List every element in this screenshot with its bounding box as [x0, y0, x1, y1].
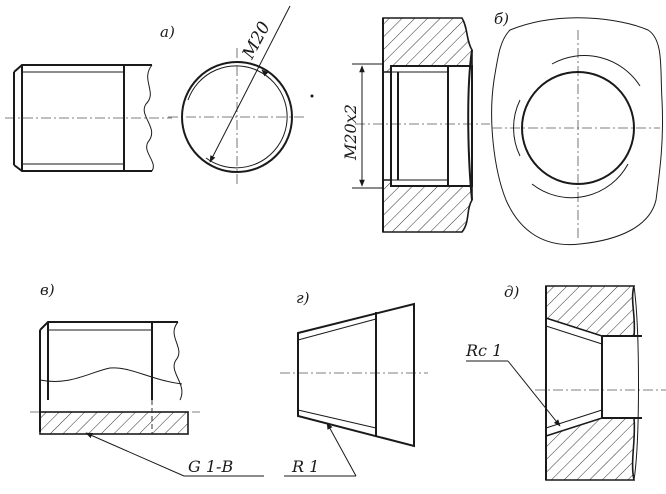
label-v: в) — [40, 281, 55, 299]
dim-m20: М20 — [238, 18, 275, 63]
label-a: а) — [160, 23, 175, 41]
dim-rc1: Rc 1 — [465, 341, 502, 360]
view-d-section — [466, 285, 666, 481]
view-b-end-view — [491, 17, 664, 246]
dim-r1: R 1 — [291, 457, 319, 476]
stray-dot — [310, 94, 314, 98]
view-a-end-view: М20 — [168, 5, 305, 186]
dim-g1b: G 1-B — [188, 457, 233, 476]
label-d: д) — [504, 283, 520, 301]
label-g: г) — [296, 289, 310, 307]
view-g-cone — [280, 302, 428, 477]
view-b-section: М20х2 — [341, 17, 490, 233]
label-b: б) — [494, 10, 509, 28]
view-v-pipe — [30, 321, 264, 477]
view-a-bolt — [5, 64, 172, 172]
dim-m20x2: М20х2 — [341, 104, 360, 161]
